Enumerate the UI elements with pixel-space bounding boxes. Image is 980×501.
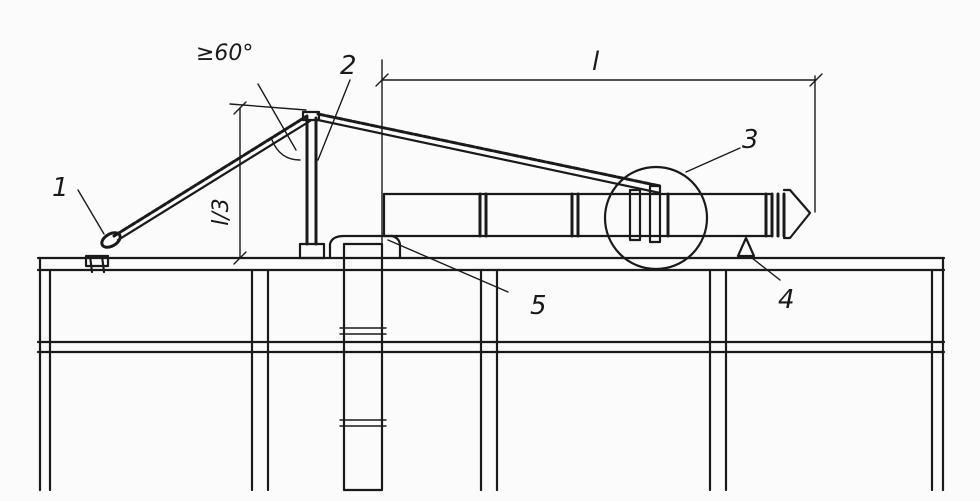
cable-to-winch-b [116,119,312,242]
winch-leg-right [100,254,106,274]
support-triangle [736,236,756,258]
pivot-bracket [328,234,402,260]
winch-leader-line [77,189,105,235]
label-angle: ≥60° [196,41,253,66]
pipe-tip [782,188,812,240]
support-leader-line [751,257,781,281]
label-mast: 2 [340,51,357,81]
pipe-clamp-b [648,184,662,244]
cable [112,83,662,242]
winch-leg-left [88,254,94,274]
cable-to-pipe [316,112,662,188]
label-joint: 3 [742,125,759,155]
detail-circle [603,165,709,271]
angle-arc [271,139,301,161]
platform-frame [36,59,946,492]
winch-drum [100,231,122,249]
pipe-clamp [628,188,642,242]
dimensions [229,73,823,265]
label-length: l [592,47,600,77]
pipe [382,147,812,293]
pivot-leader-line [387,239,509,293]
mast-leader-line [317,79,351,161]
cable-to-winch [112,114,309,238]
central-column [342,242,384,492]
angle-leader [257,83,297,151]
mast-foot [298,242,326,260]
height-tick-bottom [233,251,247,265]
cable-to-pipe-b [316,118,662,195]
height-tick-top [233,101,247,115]
winch-base [84,254,110,268]
joint-leader-line [685,147,741,173]
winch-assembly [77,189,122,274]
mast-head [301,110,321,122]
length-tick-left [375,73,389,87]
label-pivot: 5 [530,291,547,321]
label-winch: 1 [52,173,69,203]
label-height: l/3 [209,198,234,226]
length-tick-right [809,73,823,87]
label-support: 4 [778,285,795,315]
mast-assembly [298,79,351,260]
